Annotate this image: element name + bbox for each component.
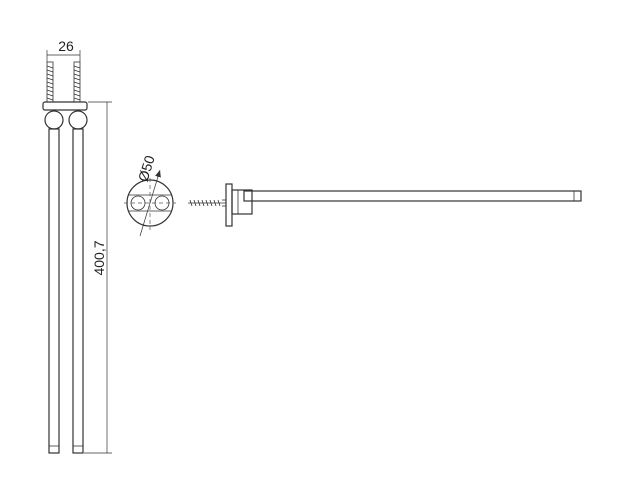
rosette-view: Ø50 [124, 153, 176, 237]
width-dimension-label: 26 [58, 38, 74, 54]
threaded-stud-right [73, 61, 81, 103]
width-dimension: 26 [46, 38, 81, 62]
side-towel-arm [243, 190, 582, 202]
threaded-stud-left [46, 61, 54, 103]
wall-screw [188, 199, 226, 207]
pivot-knob-right [68, 110, 88, 130]
pivot-knob-left [44, 110, 64, 130]
height-dimension: 400,7 [84, 101, 112, 454]
diameter-dimension-label: Ø50 [135, 153, 158, 183]
side-view [188, 183, 582, 227]
front-view: 26 400,7 [42, 38, 112, 454]
side-bracket [231, 189, 253, 215]
height-dimension-label: 400,7 [91, 240, 107, 275]
towel-bar-left [48, 128, 60, 454]
side-wall-plate [225, 183, 233, 227]
diameter-dimension: Ø50 [135, 153, 161, 237]
mounting-plate [42, 101, 88, 111]
towel-bar-right [72, 128, 84, 454]
